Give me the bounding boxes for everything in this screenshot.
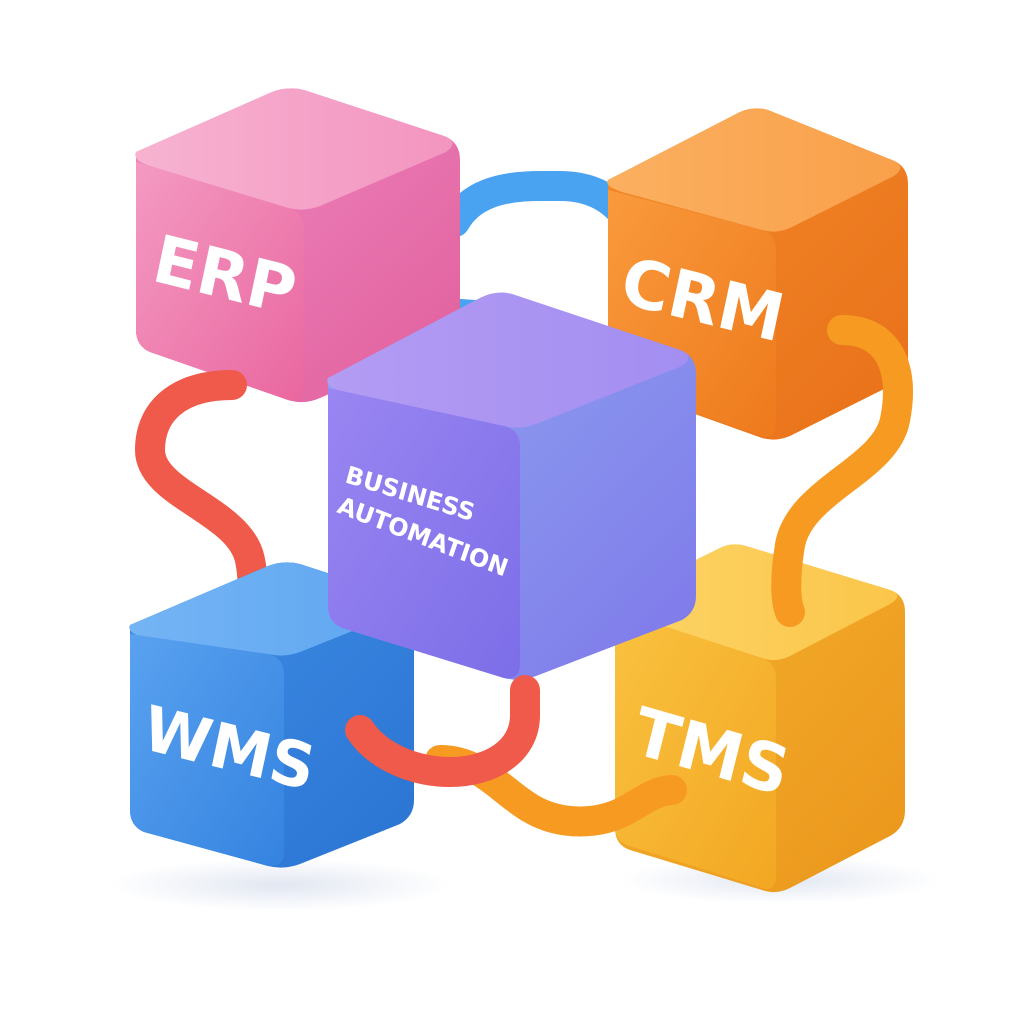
node-center: BUSINESS AUTOMATION (327, 292, 696, 680)
connector-crm-tms (771, 315, 913, 627)
wms-shadow (110, 859, 450, 911)
node-wms: WMS (129, 562, 414, 868)
node-erp: ERP (135, 88, 460, 403)
connector-wms-center (345, 675, 540, 788)
